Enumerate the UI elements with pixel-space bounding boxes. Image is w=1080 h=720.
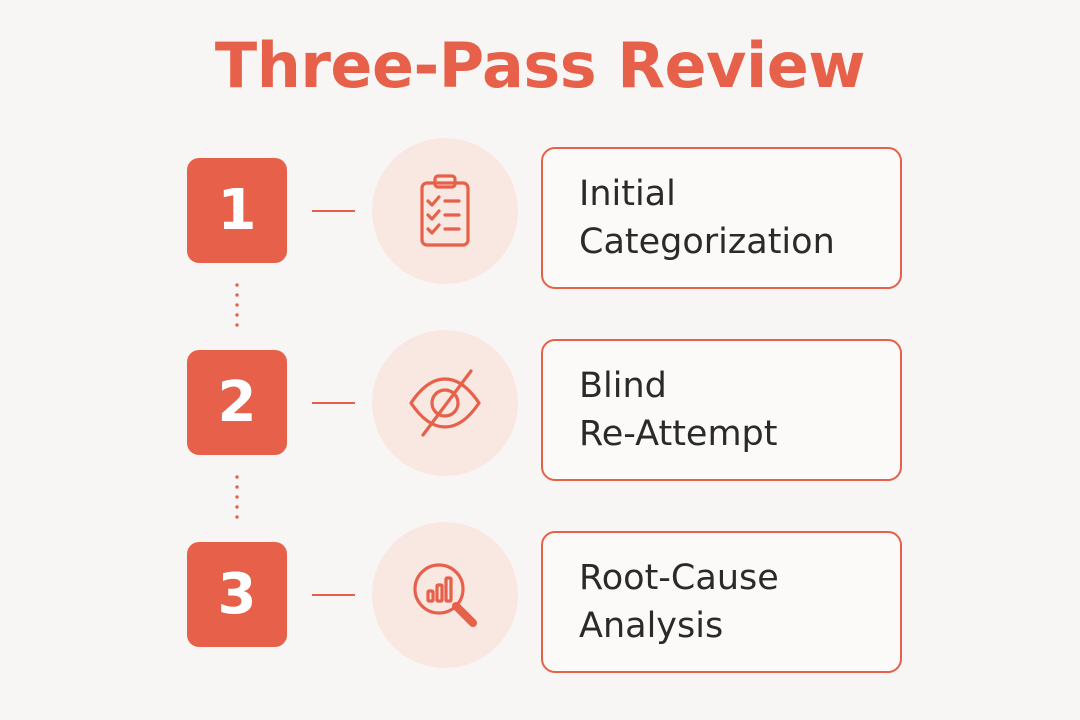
step-connector-3 <box>312 594 355 596</box>
step-number-2: 2 <box>187 350 287 455</box>
step-label-2-line-1: Blind <box>579 366 667 406</box>
step-label-3: Root-Cause Analysis <box>579 554 779 650</box>
step-icon-circle-2 <box>372 330 518 476</box>
step-label-3-line-1: Root-Cause <box>579 558 779 598</box>
step-connector-2 <box>312 402 355 404</box>
step-label-1: Initial Categorization <box>579 170 835 266</box>
step-dotted-connector-1-2 <box>235 280 239 332</box>
step-label-2-line-2: Re-Attempt <box>579 414 778 454</box>
step-dotted-connector-2-3 <box>235 472 239 524</box>
step-label-1-line-2: Categorization <box>579 222 835 262</box>
step-label-box-3: Root-Cause Analysis <box>541 531 902 673</box>
step-icon-circle-3 <box>372 522 518 668</box>
step-label-box-1: Initial Categorization <box>541 147 902 289</box>
step-label-3-line-2: Analysis <box>579 606 724 646</box>
page-title: Three-Pass Review <box>214 29 866 102</box>
step-number-1: 1 <box>187 158 287 263</box>
step-connector-1 <box>312 210 355 212</box>
eye-slash-icon <box>409 369 481 437</box>
clipboard-checklist-icon <box>420 174 470 247</box>
step-label-1-line-1: Initial <box>579 174 676 214</box>
magnifier-bar-chart-icon <box>413 563 477 627</box>
step-label-box-2: Blind Re-Attempt <box>541 339 902 481</box>
step-icon-circle-1 <box>372 138 518 284</box>
step-number-3: 3 <box>187 542 287 647</box>
step-label-2: Blind Re-Attempt <box>579 362 777 458</box>
